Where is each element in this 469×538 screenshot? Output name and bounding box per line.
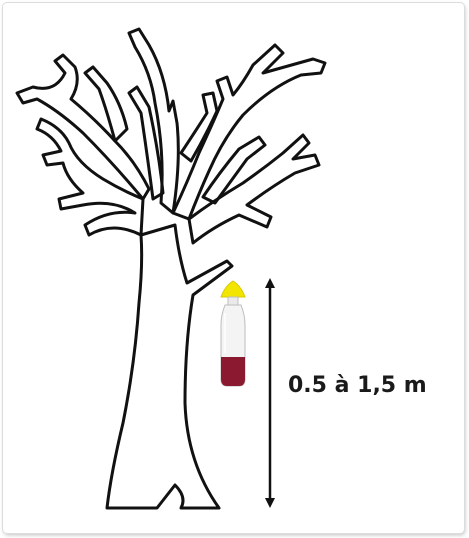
bottle-trap-icon [221, 281, 245, 386]
branch-right-lower [203, 137, 265, 203]
branch-center-top [129, 29, 178, 213]
tree-trap-diagram [3, 3, 464, 533]
height-range-label: 0.5 à 1,5 m [288, 373, 427, 398]
trap-liquid [221, 357, 245, 386]
trap-neck [228, 297, 238, 305]
trap-cap [221, 281, 245, 297]
diagram-frame: 0.5 à 1,5 m [3, 3, 464, 533]
branch-left [37, 119, 143, 235]
bare-tree-icon [17, 29, 325, 508]
tree-trunk [107, 225, 232, 508]
